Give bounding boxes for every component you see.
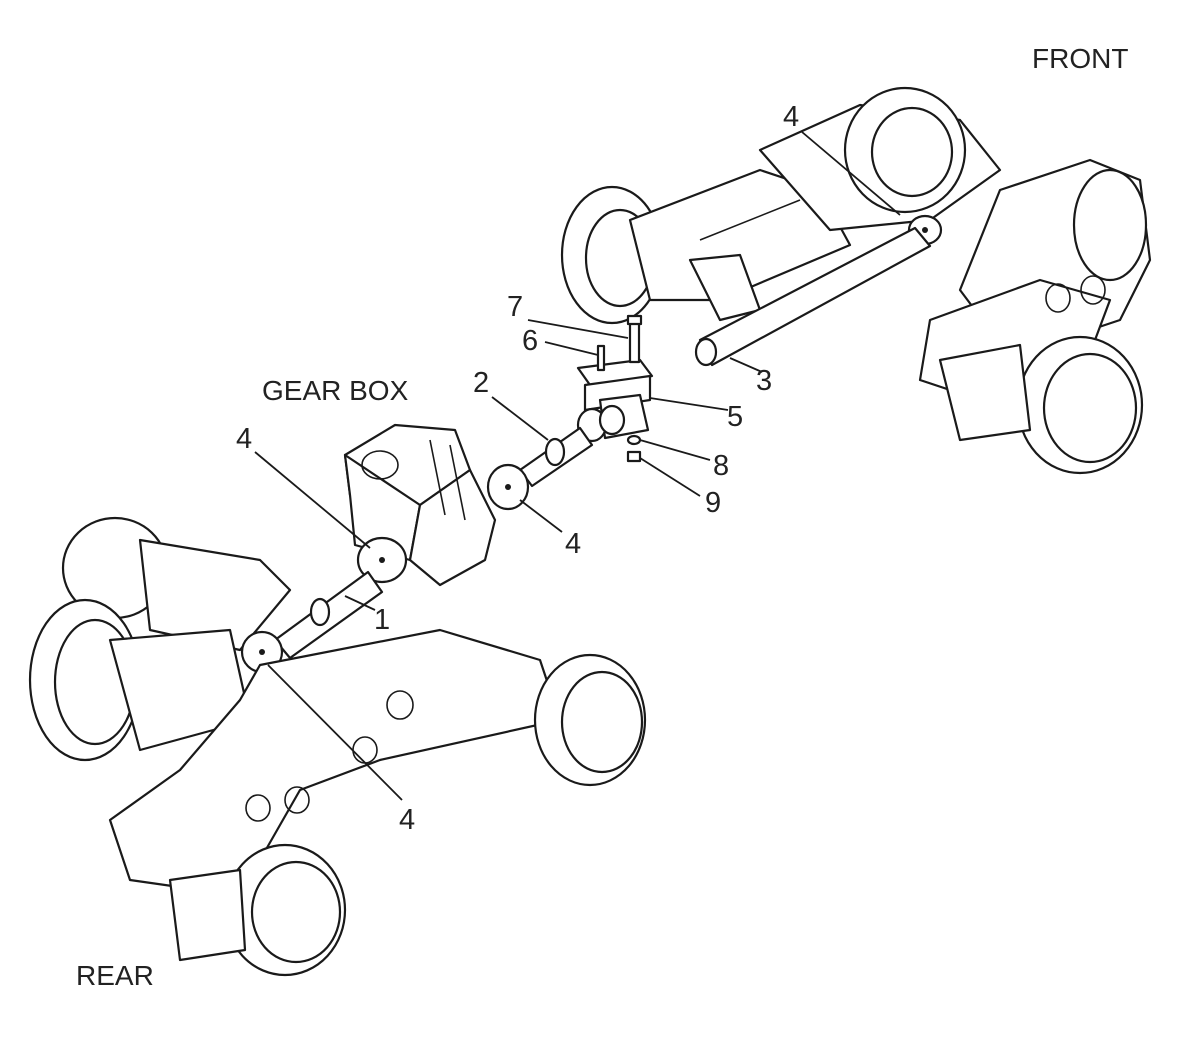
callout-1: 1 xyxy=(374,604,390,636)
rear-label: REAR xyxy=(76,960,154,991)
rear-axle-assembly xyxy=(28,516,647,977)
callout-4-gearbox-front: 4 xyxy=(565,528,581,560)
callout-8: 8 xyxy=(713,450,729,482)
gear-box xyxy=(343,423,530,587)
callout-5: 5 xyxy=(727,401,743,433)
leader-lines xyxy=(254,131,901,801)
gear-box-label: GEAR BOX xyxy=(262,375,409,406)
callout-3: 3 xyxy=(756,365,772,397)
front-label: FRONT xyxy=(1032,43,1128,74)
callout-4-gearbox-rear: 4 xyxy=(236,423,252,455)
callout-9: 9 xyxy=(705,487,721,519)
drive-shaft-2 xyxy=(518,426,594,488)
callout-7: 7 xyxy=(507,291,523,323)
front-axle-assembly xyxy=(560,86,1152,475)
center-bearing-support xyxy=(576,314,654,463)
drive-shaft-1 xyxy=(273,570,384,660)
callout-4-rear-axle: 4 xyxy=(399,804,415,836)
callout-6: 6 xyxy=(522,325,538,357)
callout-2: 2 xyxy=(473,367,489,399)
callout-4-front-coupling: 4 xyxy=(783,101,799,133)
drive-shaft-3 xyxy=(694,226,932,367)
